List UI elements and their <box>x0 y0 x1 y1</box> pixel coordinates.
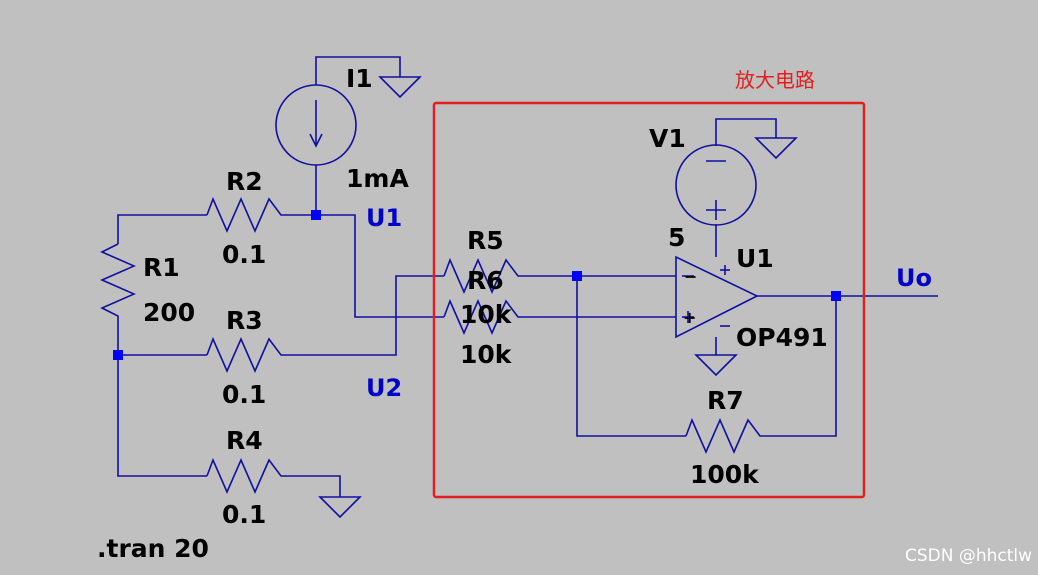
ground-i1-symbol <box>378 76 422 99</box>
junction-r1-bottom <box>113 350 123 360</box>
r7-value: 100k <box>690 460 760 489</box>
resistor-r3 <box>206 336 287 373</box>
resistor-r5 <box>443 257 524 294</box>
r6-value: 10k <box>460 340 513 369</box>
r5-name: R5 <box>467 226 504 255</box>
u1-value: OP491 <box>736 323 828 352</box>
wire-r1-top <box>117 214 207 244</box>
r2-value: 0.1 <box>222 240 266 269</box>
r5-value: 10k <box>460 300 513 329</box>
ground-r4-symbol <box>318 496 362 519</box>
v1-value: 5 <box>668 223 685 252</box>
r1-name: R1 <box>143 253 180 282</box>
opamp-pin-plus-label: + <box>683 308 696 327</box>
junction-output <box>831 291 841 301</box>
resistors <box>100 196 766 494</box>
resistor-r4 <box>206 457 287 494</box>
junctions <box>113 210 841 360</box>
i1-value: 1mA <box>346 164 409 193</box>
r3-value: 0.1 <box>222 380 266 409</box>
wire-feedback-right <box>766 296 837 437</box>
wire-v1-top <box>715 118 777 146</box>
r4-name: R4 <box>226 426 263 455</box>
wire-i1-top <box>315 56 401 85</box>
net-label-uo: Uo <box>896 264 932 292</box>
ground-opamp-symbol <box>694 354 738 377</box>
arrow-head-icon <box>309 133 323 148</box>
r6-name: R6 <box>467 266 504 295</box>
watermark: CSDN @hhctlw <box>905 546 1032 566</box>
r2-name: R2 <box>226 167 263 196</box>
opamp-u1 <box>675 255 759 339</box>
resistor-r6 <box>443 298 524 335</box>
sources <box>275 84 757 226</box>
resistor-r2 <box>206 196 287 233</box>
junction-inverting <box>572 271 582 281</box>
opamp-pin-minus-label: − <box>684 267 697 286</box>
wire-feedback-left <box>576 276 686 437</box>
net-label-u2: U2 <box>366 374 402 402</box>
current-source-i1 <box>275 84 357 166</box>
u1-name: U1 <box>736 244 774 273</box>
ground-v1-symbol <box>754 137 798 160</box>
junction-u1 <box>311 210 321 220</box>
wire-r4-gnd <box>287 475 341 497</box>
amplifier-highlight-box <box>432 101 866 499</box>
r1-value: 200 <box>143 298 195 327</box>
v1-name: V1 <box>649 124 686 153</box>
voltage-source-v1 <box>675 144 757 226</box>
opamp-triangle <box>675 255 759 339</box>
r4-value: 0.1 <box>222 500 266 529</box>
r7-name: R7 <box>707 386 744 415</box>
i1-name: I1 <box>346 64 373 93</box>
grounds <box>318 76 798 519</box>
labels: I1 1mA R1 200 R2 0.1 R3 0.1 R4 0.1 R5 10… <box>97 64 1032 566</box>
r3-name: R3 <box>226 306 263 335</box>
resistor-r7 <box>685 417 766 454</box>
spice-directive: .tran 20 <box>97 534 209 563</box>
net-label-u1: U1 <box>366 204 402 232</box>
wire-r1-bottom <box>117 323 207 477</box>
amplifier-box-label: 放大电路 <box>735 68 815 92</box>
resistor-r1 <box>100 243 136 323</box>
wire-u2-net <box>287 275 444 356</box>
